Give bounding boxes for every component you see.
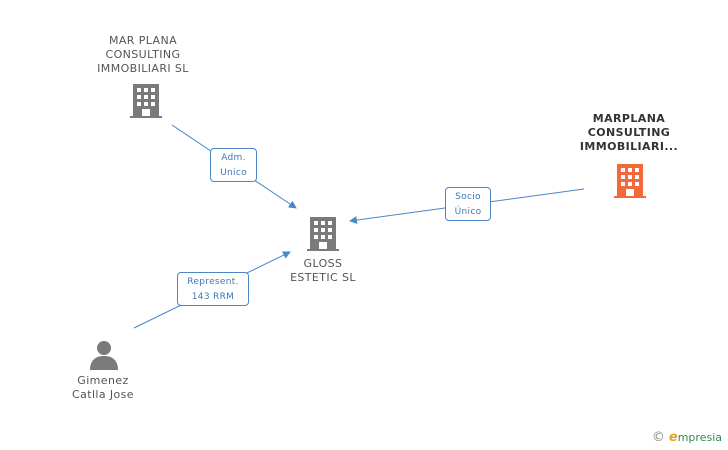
node-label-gimenez[interactable]: Gimenez Catlla Jose — [72, 374, 134, 401]
node-label-gloss[interactable]: GLOSS ESTETIC SL — [290, 257, 356, 284]
building-icon[interactable] — [307, 217, 339, 251]
brand-initial: e — [668, 430, 678, 445]
copyright-symbol: © — [651, 430, 665, 445]
edge-label-socio-unico: Socio Único — [445, 187, 491, 221]
edge-label-adm-unico: Adm. Unico — [210, 148, 257, 182]
building-icon[interactable] — [130, 84, 162, 118]
empresia-logo: ©empresia — [652, 430, 722, 445]
person-icon[interactable] — [89, 340, 119, 370]
node-label-mar-plana[interactable]: MAR PLANA CONSULTING IMMOBILIARI SL — [97, 34, 189, 75]
node-label-marplana[interactable]: MARPLANA CONSULTING IMMOBILIARI... — [579, 112, 679, 153]
building-icon[interactable] — [614, 164, 646, 198]
brand-name: mpresia — [677, 431, 722, 444]
edge-label-represent: Represent. 143 RRM — [177, 272, 249, 306]
